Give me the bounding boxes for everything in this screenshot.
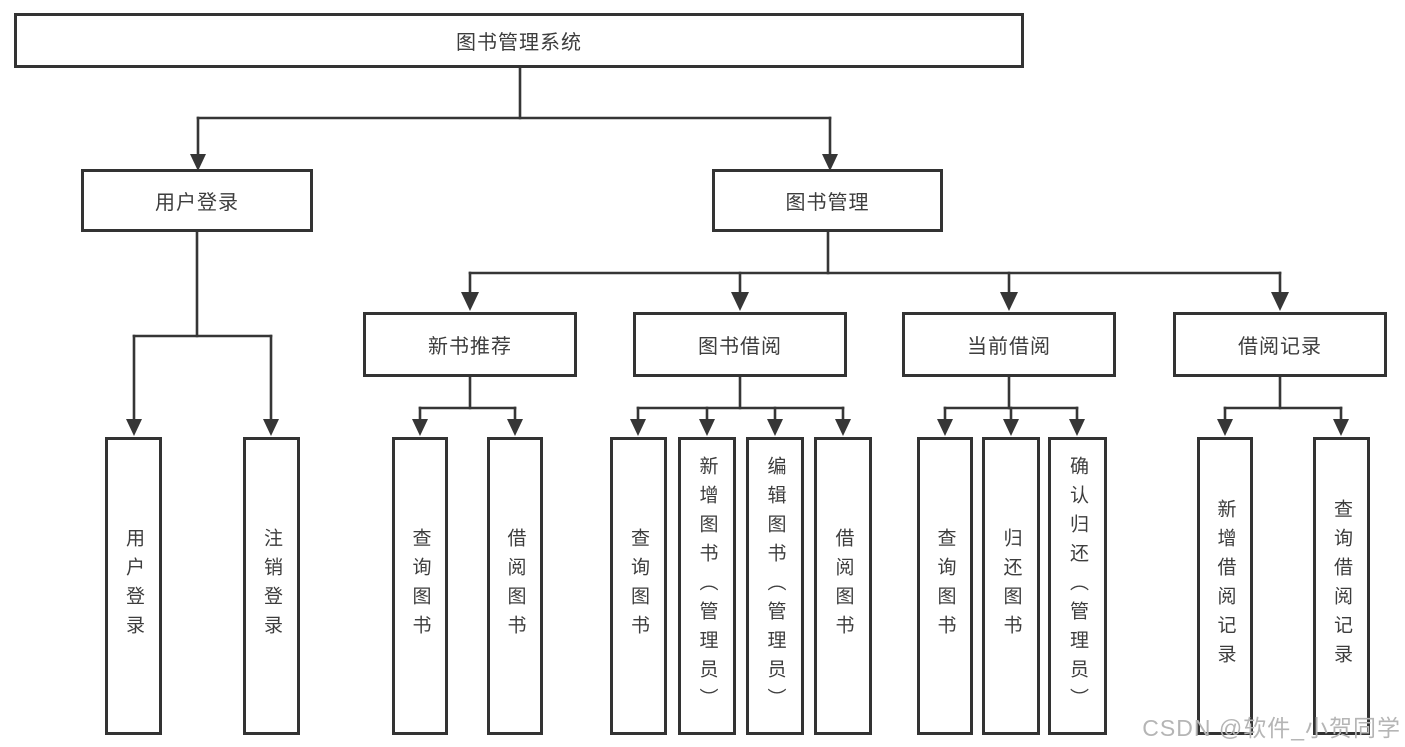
node-label: 注销登录 (261, 528, 282, 644)
node-label: 查询图书 (628, 528, 649, 644)
leaf-borrow-book-recommend: 借阅图书 (487, 437, 543, 735)
node-label: 用户登录 (155, 192, 239, 214)
node-label: 借阅图书 (832, 528, 854, 644)
node-label: 确认归还（管理员） (1067, 455, 1088, 717)
node-current-borrowing: 当前借阅 (902, 312, 1116, 377)
arrowhead-icon (1003, 419, 1019, 436)
node-label: 当前借阅 (967, 336, 1051, 358)
node-label: 新书推荐 (428, 336, 512, 358)
arrowhead-icon (1000, 292, 1018, 311)
leaf-edit-book-admin: 编辑图书（管理员） (746, 437, 804, 735)
arrowhead-icon (731, 292, 749, 311)
node-book-management: 图书管理 (712, 169, 943, 232)
leaf-logout: 注销登录 (243, 437, 300, 735)
leaf-add-book-admin: 新增图书（管理员） (678, 437, 736, 735)
node-borrowing-records: 借阅记录 (1173, 312, 1387, 377)
leaf-query-book-recommend: 查询图书 (392, 437, 448, 735)
arrowhead-icon (835, 419, 851, 436)
node-user-login: 用户登录 (81, 169, 313, 232)
node-book-borrowing: 图书借阅 (633, 312, 847, 377)
node-label: 图书借阅 (698, 336, 782, 358)
node-label: 用户登录 (123, 528, 144, 644)
node-label: 查询借阅记录 (1331, 499, 1352, 673)
node-label: 新增图书（管理员） (696, 455, 718, 717)
leaf-add-borrow-record: 新增借阅记录 (1197, 437, 1253, 735)
arrowhead-icon (461, 292, 479, 311)
leaf-query-book-borrow: 查询图书 (610, 437, 667, 735)
arrowhead-icon (507, 419, 523, 436)
arrowhead-icon (412, 419, 428, 436)
leaf-user-login: 用户登录 (105, 437, 162, 735)
node-label: 图书管理 (785, 192, 870, 214)
leaf-query-book-current: 查询图书 (917, 437, 973, 735)
arrowhead-icon (699, 419, 715, 436)
node-label: 编辑图书（管理员） (764, 455, 786, 717)
arrowhead-icon (630, 419, 646, 436)
node-label: 借阅图书 (504, 528, 526, 644)
arrowhead-icon (822, 154, 838, 171)
node-label: 借阅记录 (1238, 336, 1322, 358)
arrowhead-icon (937, 419, 953, 436)
node-label: 归还图书 (1000, 528, 1022, 644)
leaf-return-book: 归还图书 (982, 437, 1040, 735)
arrowhead-icon (190, 154, 206, 171)
arrowheads (126, 154, 1349, 436)
leaf-query-borrow-record: 查询借阅记录 (1313, 437, 1370, 735)
arrowhead-icon (126, 419, 142, 436)
arrowhead-icon (263, 419, 279, 436)
node-label: 新增借阅记录 (1214, 499, 1236, 673)
node-label: 图书管理系统 (456, 32, 582, 54)
leaf-borrow-book-borrow: 借阅图书 (814, 437, 872, 735)
leaf-confirm-return-admin: 确认归还（管理员） (1048, 437, 1107, 735)
arrowhead-icon (1271, 292, 1289, 311)
node-label: 查询图书 (934, 528, 956, 644)
arrowhead-icon (767, 419, 783, 436)
arrowhead-icon (1333, 419, 1349, 436)
arrowhead-icon (1069, 419, 1085, 436)
arrowhead-icon (1217, 419, 1233, 436)
node-label: 查询图书 (409, 528, 431, 644)
node-root-system: 图书管理系统 (14, 13, 1024, 68)
node-new-book-recommend: 新书推荐 (363, 312, 577, 377)
